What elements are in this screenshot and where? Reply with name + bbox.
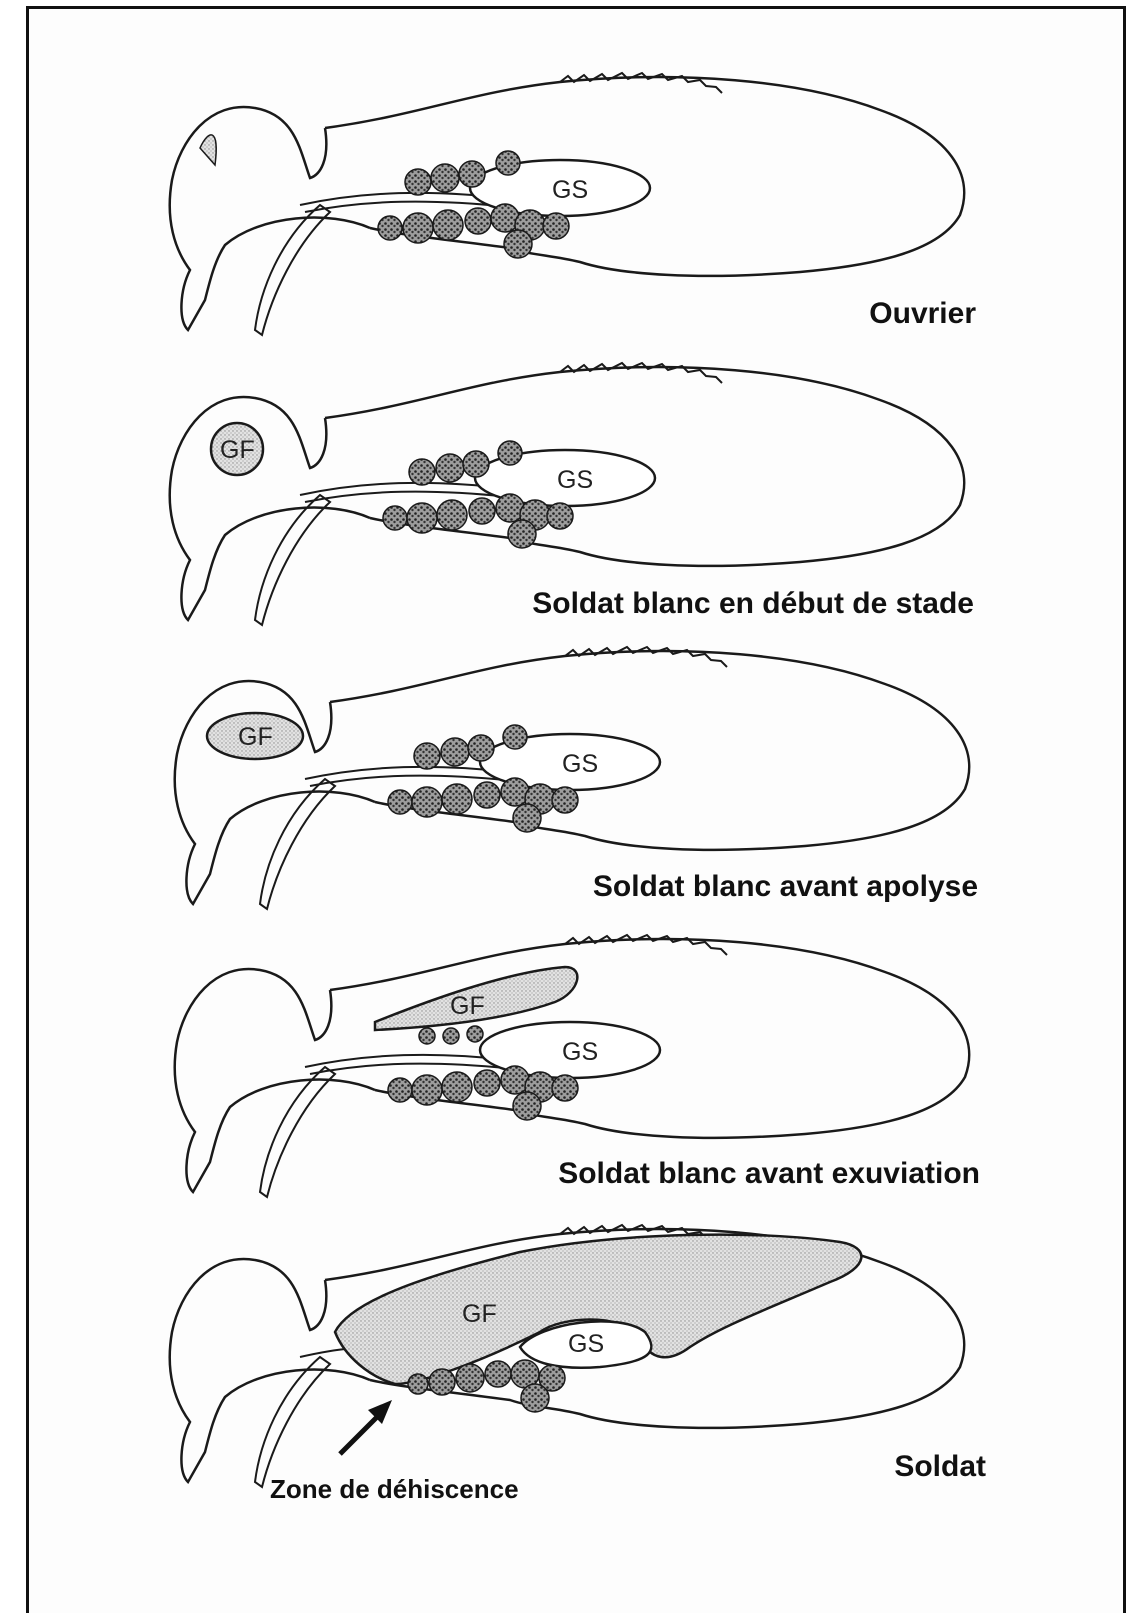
gland-label-gf: GF (450, 992, 485, 1020)
gland-label-gs: GS (562, 750, 598, 778)
panel-label-soldat-blanc-exuviation: Soldat blanc avant exuviation (558, 1157, 980, 1191)
panel-label-soldat: Soldat (894, 1450, 986, 1484)
gland-label-gf: GF (238, 723, 273, 751)
panel-soldat: GF GS (170, 1225, 964, 1487)
head-outline (175, 969, 375, 1192)
dehiscence-zone-label: Zone de déhiscence (270, 1474, 519, 1505)
gland-label-gs: GS (568, 1330, 604, 1358)
panel-label-soldat-blanc-debut: Soldat blanc en début de stade (532, 587, 974, 621)
frontal-spot (200, 135, 216, 165)
panel-label-soldat-blanc-apolyse: Soldat blanc avant apolyse (593, 870, 978, 904)
dehiscence-arrow (340, 1414, 380, 1454)
gland-label-gf: GF (220, 436, 255, 464)
gland-label-gs: GS (562, 1038, 598, 1066)
panel-ouvrier: GS (170, 73, 964, 335)
head-outline (170, 107, 370, 330)
gland-label-gf: GF (462, 1300, 497, 1328)
granule-cluster-upper (419, 1026, 483, 1044)
head-outline (170, 1259, 370, 1482)
panel-soldat-blanc-debut: GF GS (170, 363, 964, 625)
gland-label-gs: GS (552, 176, 588, 204)
head-outline (170, 397, 370, 620)
panel-label-ouvrier: Ouvrier (869, 297, 976, 331)
gland-label-gs: GS (557, 466, 593, 494)
